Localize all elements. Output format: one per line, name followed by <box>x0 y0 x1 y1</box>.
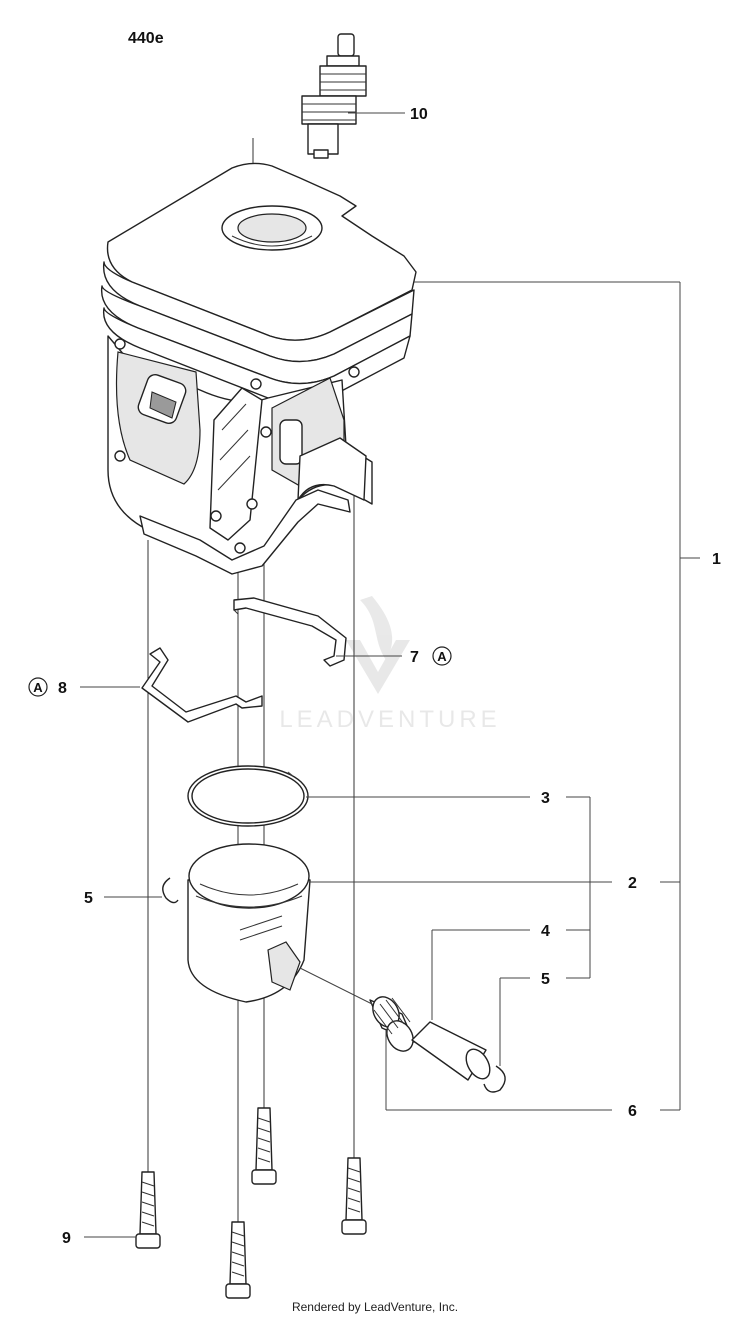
gasket-8 <box>141 647 263 723</box>
piston <box>187 843 311 1003</box>
footer-credit: Rendered by LeadVenture, Inc. <box>291 1300 459 1314</box>
circlip-left <box>162 877 179 904</box>
screw-rear-left <box>251 1107 277 1185</box>
model-label: 440e <box>128 30 164 47</box>
leader-lines <box>80 112 700 1238</box>
callout-6: 6 <box>628 1103 637 1120</box>
callout-1: 1 <box>712 551 721 568</box>
watermark: LEADVENTURE <box>279 596 500 733</box>
callout-8: 8 <box>58 680 67 697</box>
callout-5-left: 5 <box>84 890 93 907</box>
screw-left <box>135 1171 161 1249</box>
watermark-text: LEADVENTURE <box>279 706 500 733</box>
reference-marker-7: A <box>432 646 452 666</box>
piston-pin <box>411 1021 491 1081</box>
reference-marker-8: A <box>28 677 48 697</box>
screw-center <box>225 1221 251 1299</box>
spark-plug <box>301 33 367 159</box>
piston-ring <box>187 765 309 827</box>
screw-rear-right <box>341 1157 367 1235</box>
callout-5-right: 5 <box>541 971 550 988</box>
reference-marker-8-text: A <box>33 680 43 695</box>
callout-7: 7 <box>410 649 419 666</box>
callout-10: 10 <box>410 106 428 123</box>
reference-marker-7-text: A <box>437 649 447 664</box>
callout-3: 3 <box>541 790 550 807</box>
cylinder <box>100 162 417 575</box>
circlip-right <box>483 1065 506 1093</box>
needle-bearing <box>299 967 415 1052</box>
callout-9: 9 <box>62 1230 71 1247</box>
gasket-7 <box>233 597 347 667</box>
callout-4: 4 <box>541 923 550 940</box>
callout-2: 2 <box>628 875 637 892</box>
